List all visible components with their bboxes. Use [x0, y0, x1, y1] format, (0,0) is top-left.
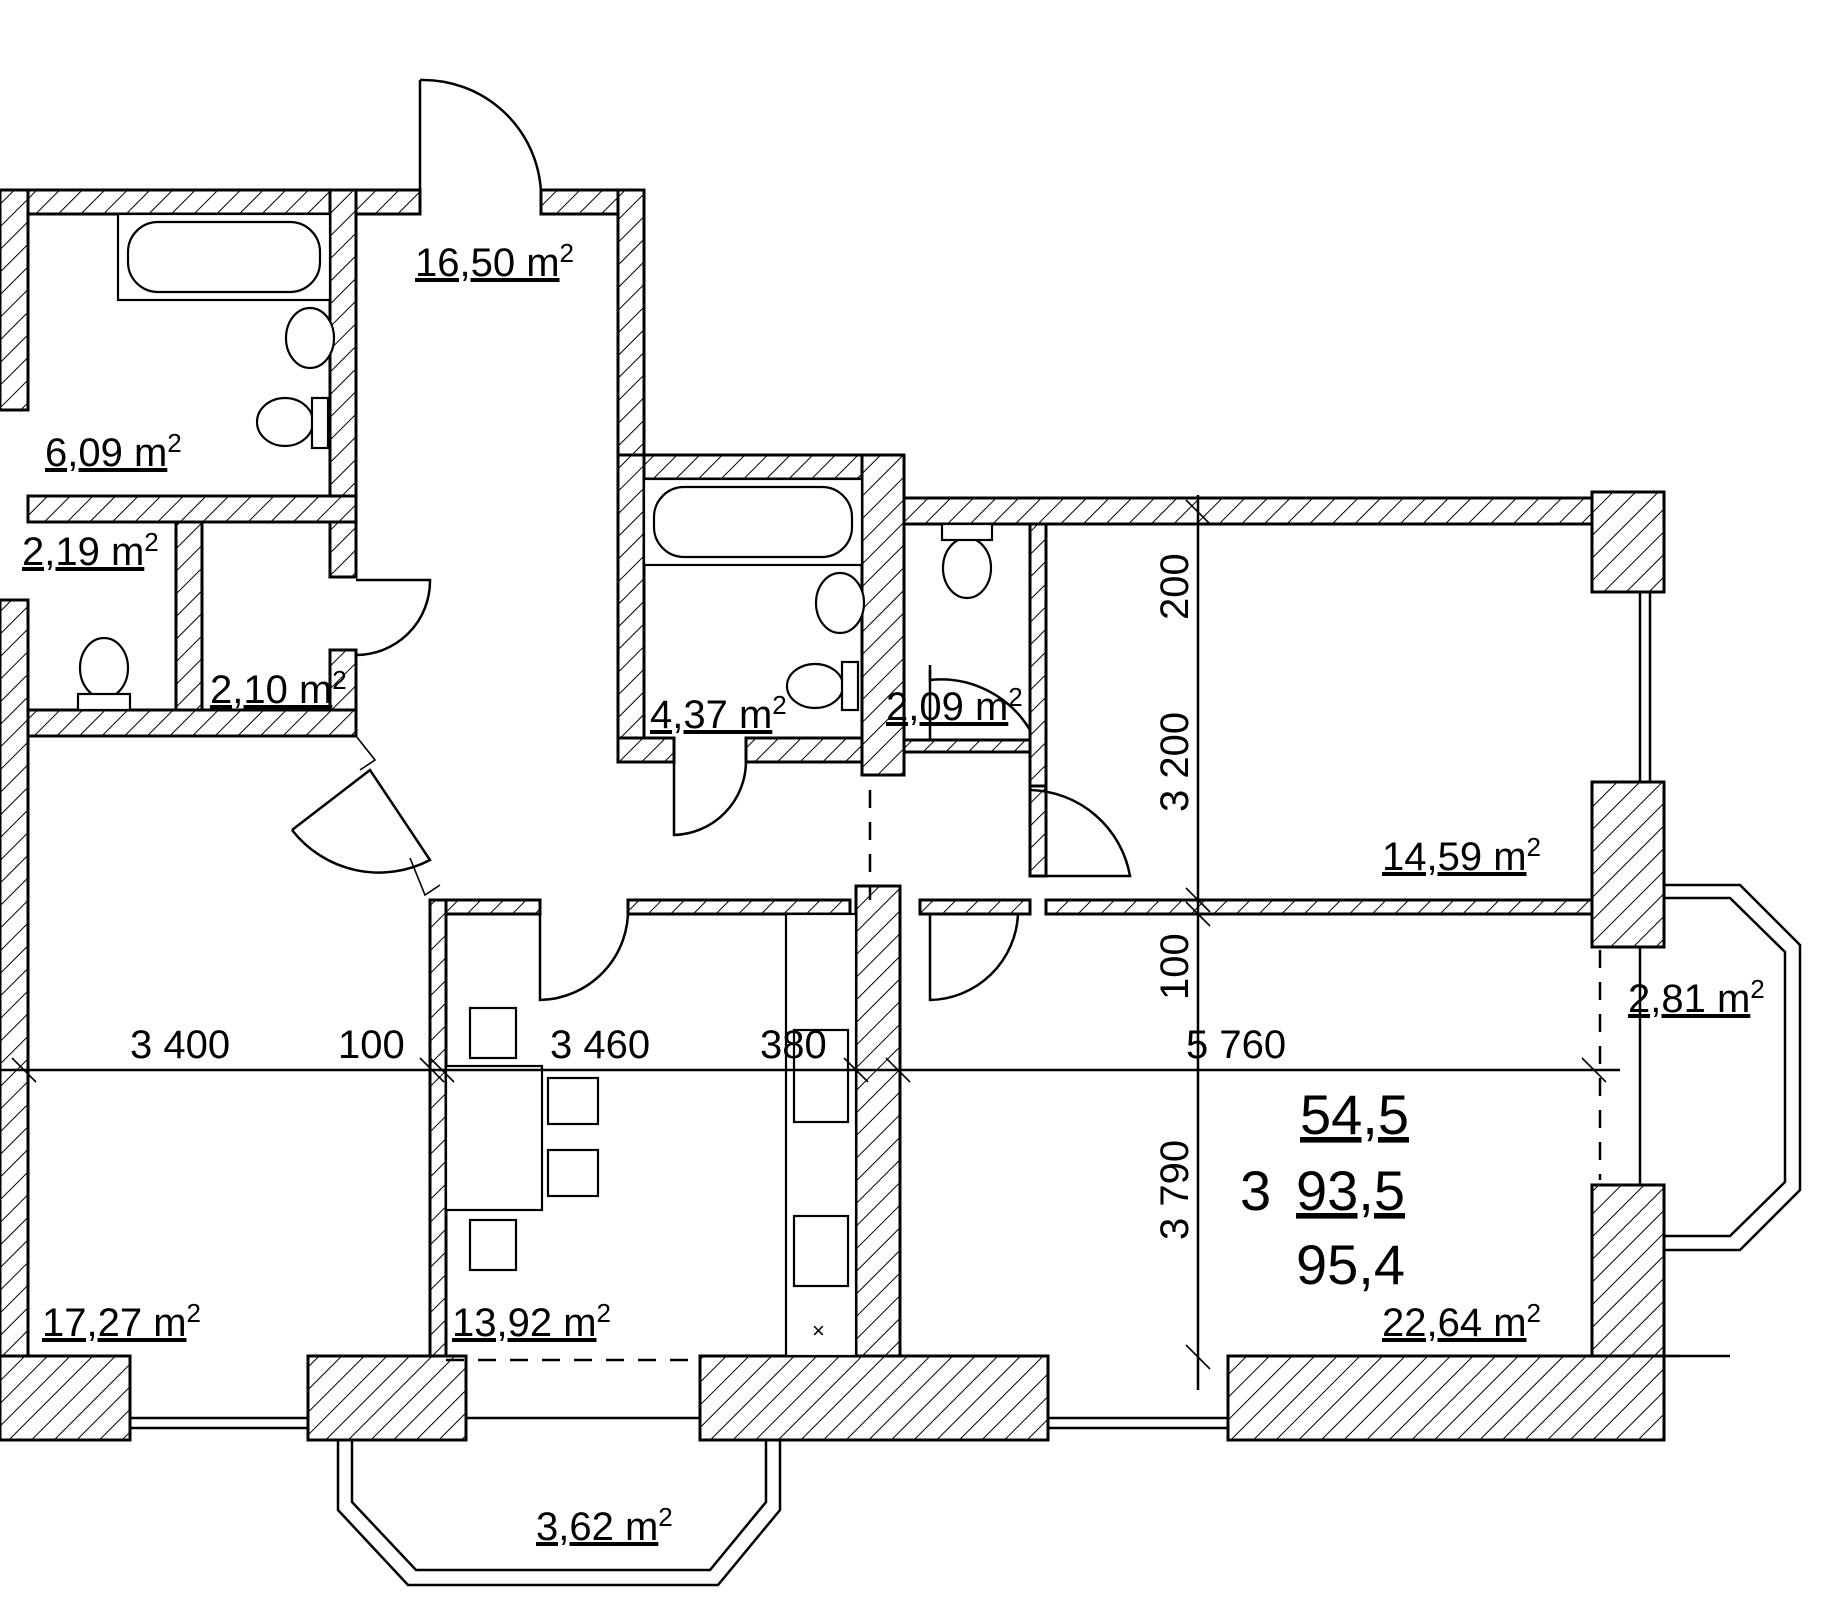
toilet-wc2	[941, 536, 993, 600]
wall-wc-bottom	[26, 708, 358, 738]
wall-toilet2-bottom	[902, 738, 1032, 754]
room-area-toilet-2: 2,09 m2	[886, 682, 1023, 729]
room-area-kitchen: 13,92 m2	[452, 1298, 611, 1345]
dimension-v4: 3 790	[1153, 1140, 1197, 1240]
dimension-w2: 100	[338, 1023, 405, 1067]
rooms-count: 3	[1240, 1159, 1271, 1222]
wall-bath1-hall	[328, 188, 358, 524]
wall-bedroom-living	[1044, 898, 1594, 916]
dimension-w3: 3 460	[550, 1023, 650, 1067]
living-area: 54,5	[1300, 1083, 1409, 1146]
toilet-wc1	[78, 636, 130, 700]
dimension-lines	[0, 495, 1620, 1390]
wall-hall-right	[616, 188, 646, 457]
dimension-v3: 100	[1153, 933, 1197, 1000]
windows	[130, 592, 1730, 1430]
sink-1	[284, 306, 336, 370]
wall-top-right	[902, 496, 1666, 526]
bathtub-2-inner	[652, 485, 854, 559]
wall-living-top-left	[918, 898, 1032, 916]
apartment-summary: 3 54,5 93,5 95,4	[1240, 1083, 1409, 1296]
chair-4	[546, 1148, 600, 1198]
wall-right-mid	[1590, 780, 1666, 949]
room-area-bedroom: 14,59 m2	[1382, 832, 1541, 879]
room-area-bathroom-1: 6,09 m2	[45, 428, 182, 475]
wall-bedroom-left-low	[1028, 784, 1048, 878]
toilet-wc1-tank	[76, 692, 132, 712]
chair-3	[546, 1076, 600, 1126]
wall-bottom-1	[0, 1354, 132, 1442]
bathtub-1-inner	[126, 220, 322, 294]
balconies	[336, 883, 1802, 1587]
toilet-bath1	[255, 396, 315, 448]
wall-bath2-left	[616, 453, 646, 764]
chair-1	[468, 1006, 518, 1060]
room-area-living-left: 17,27 m2	[42, 1298, 201, 1345]
toilet-bath2	[785, 662, 845, 710]
dimension-v2: 3 200	[1153, 712, 1197, 812]
toilet-wc2-tank	[940, 522, 994, 542]
fixtures: ×	[76, 212, 994, 1358]
wall-living-kitchen	[428, 898, 448, 1358]
wall-kitchen-living	[854, 884, 902, 1358]
toilet-bath2-tank	[840, 660, 860, 712]
room-area-balcony-bottom: 3,62 m2	[536, 1502, 673, 1549]
dimension-v1: 200	[1153, 553, 1197, 620]
wall-bottom-4	[1226, 1354, 1666, 1442]
wall-toilet1-closet	[174, 520, 204, 734]
chair-2	[468, 1218, 518, 1272]
kitchen-stove	[792, 1214, 850, 1288]
wall-toilet2-right	[1028, 522, 1048, 788]
wall-left-top	[0, 188, 30, 412]
room-area-living-right: 22,64 m2	[1382, 1298, 1541, 1345]
toilet-bath1-tank	[310, 396, 330, 450]
wall-bottom-3	[698, 1354, 1050, 1442]
walls	[0, 188, 1666, 1442]
sink-2	[814, 571, 866, 635]
dimension-w4: 380	[760, 1023, 827, 1067]
wall-bath1-bottom	[26, 494, 358, 524]
wall-bath2-toilet2	[860, 453, 906, 777]
wall-kitchen-top-left	[438, 898, 542, 916]
room-area-closet: 2,10 m2	[210, 665, 347, 712]
kitchen-counter	[784, 912, 858, 1358]
wall-bottom-2	[306, 1354, 468, 1442]
wall-right-top	[1590, 490, 1666, 594]
wall-bath2-bottom-left	[616, 736, 676, 764]
dining-table	[444, 1064, 544, 1212]
kitchen-fridge-mark: ×	[812, 1318, 825, 1343]
room-area-bathroom-2: 4,37 m2	[650, 690, 787, 737]
room-area-hall: 16,50 m2	[415, 238, 574, 285]
doors	[291, 78, 1132, 1002]
room-labels: 16,50 m2 6,09 m2 2,19 m2 2,10 m2 4,37 m2…	[22, 238, 1765, 1549]
dimension-w1: 3 400	[130, 1023, 230, 1067]
wall-left-bottom	[0, 598, 30, 1372]
dimension-labels: 3 400 100 3 460 380 5 760 200 3 200 100 …	[130, 553, 1286, 1240]
room-area-toilet-1: 2,19 m2	[22, 527, 159, 574]
wall-bath2-top	[616, 453, 864, 481]
wall-kitchen-top-right	[626, 898, 852, 916]
dimension-w5: 5 760	[1186, 1023, 1286, 1067]
wall-closet-right-top	[328, 520, 358, 579]
kitchen-sink	[792, 1028, 850, 1124]
room-area-balcony-right: 2,81 m2	[1628, 974, 1765, 1021]
total-area: 93,5	[1296, 1159, 1405, 1222]
total-area-with-balconies: 95,4	[1296, 1233, 1405, 1296]
